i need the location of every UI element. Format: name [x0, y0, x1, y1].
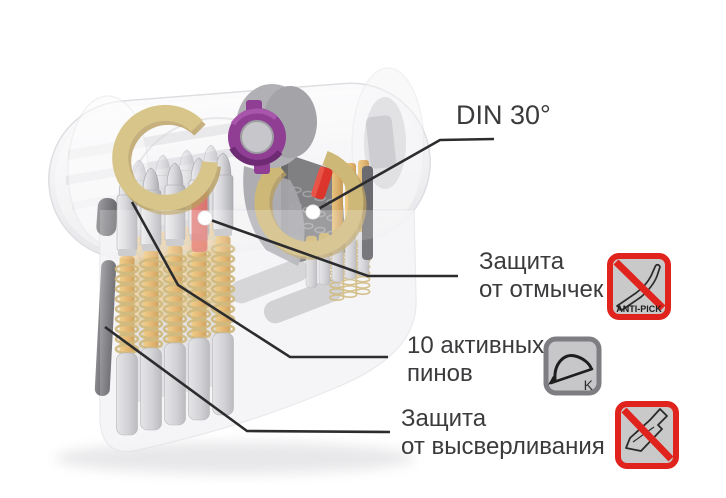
anti-drill-icon	[614, 400, 680, 475]
housing-front-glass	[100, 210, 417, 452]
purple-cam	[228, 100, 286, 174]
brass-ring-front	[112, 104, 218, 211]
anti-drill-label-line2: от высверливания	[401, 433, 605, 460]
side-bar	[362, 166, 373, 260]
leader-line-din	[312, 137, 495, 214]
chamber-pins	[229, 258, 343, 324]
cam-baseline	[549, 367, 594, 385]
leader-line-antidrill	[104, 325, 391, 434]
cam-curve-glyph	[553, 354, 593, 381]
anti-drill-label-line1: Защита	[401, 405, 487, 432]
active-pins-label-line1: 10 активных	[407, 332, 545, 359]
arrow-tip	[548, 376, 557, 385]
leader-line-pins	[130, 201, 388, 359]
din-angle-label: DIN 30°	[456, 100, 551, 130]
prohibition-stripe	[613, 259, 666, 311]
red-clutch	[310, 166, 333, 200]
key-profile-icon: K	[543, 336, 602, 401]
callout-dot-antipick	[197, 210, 213, 226]
leader-lines	[104, 137, 495, 434]
anti-pick-label-line1: Защита	[479, 248, 565, 275]
din-angle-text: DIN 30°	[456, 100, 551, 130]
brass-ring-back	[254, 150, 364, 257]
drop-shadow	[55, 442, 415, 474]
active-pins-label-line2: пинов	[407, 360, 473, 387]
anti-pick-icon: ANTI-PICK	[606, 252, 672, 326]
callout-dot-din	[305, 204, 321, 220]
prohibition-stripe	[621, 407, 674, 462]
active-pins-label: 10 активных пинов	[407, 332, 544, 388]
anti-pick-caption: ANTI-PICK	[616, 304, 662, 314]
cam-assembly	[112, 84, 367, 266]
anti-pick-label-line2: от отмычек	[479, 276, 604, 303]
anti-pick-label: Защита от отмычек	[479, 248, 603, 304]
key-profile-letter: K	[584, 377, 594, 393]
anti-drill-label: Защита от высверливания	[401, 405, 605, 461]
leader-line-antipick	[204, 216, 458, 278]
